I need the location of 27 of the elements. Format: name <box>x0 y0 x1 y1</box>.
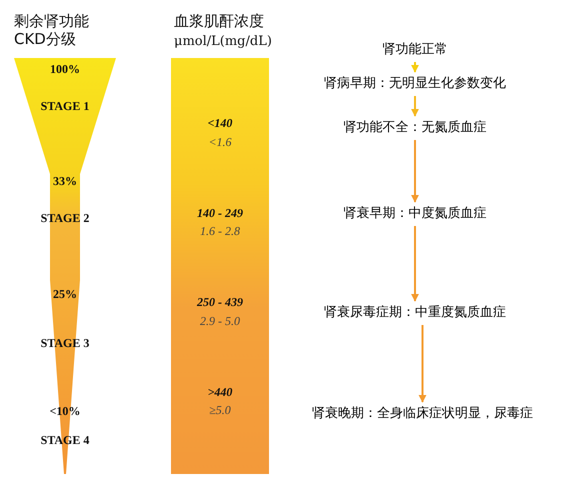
value-label: <1.6 <box>208 135 232 150</box>
value-label: <140 <box>208 116 232 131</box>
column-heading: 血浆肌酐浓度 <box>174 12 264 31</box>
value-label: 250 - 439 <box>197 295 243 310</box>
arrow <box>411 140 419 203</box>
arrow <box>418 325 426 403</box>
value-label: ≥5.0 <box>209 403 231 418</box>
percentage-label: 33% <box>53 174 77 189</box>
value-label: >440 <box>208 385 232 400</box>
arrow <box>411 62 419 73</box>
value-label: 2.9 - 5.0 <box>200 314 240 329</box>
column-heading: 剩余肾功能 <box>14 12 89 31</box>
arrow <box>411 96 419 117</box>
percentage-label: 25% <box>53 287 77 302</box>
column-heading: CKD分级 <box>14 30 76 49</box>
arrow <box>411 226 419 302</box>
stage-description: 肾衰尿毒症期：中重度氮质血症 <box>323 304 507 321</box>
stage-description: 肾衰早期：中度氮质血症 <box>342 205 488 222</box>
stage-description: 肾功能不全：无氮质血症 <box>342 119 488 136</box>
stage-description: 肾衰晚期：全身临床症状明显，尿毒症 <box>311 405 534 422</box>
stage-description: 肾病早期：无明显生化参数变化 <box>323 75 507 92</box>
stage-description: 肾功能正常 <box>382 41 448 58</box>
value-label: 140 - 249 <box>197 206 243 221</box>
unit-label: μmol/L(mg/dL) <box>174 34 272 49</box>
stage-label: STAGE 1 <box>40 99 90 114</box>
percentage-label: 100% <box>50 62 80 77</box>
value-label: 1.6 - 2.8 <box>200 224 240 239</box>
